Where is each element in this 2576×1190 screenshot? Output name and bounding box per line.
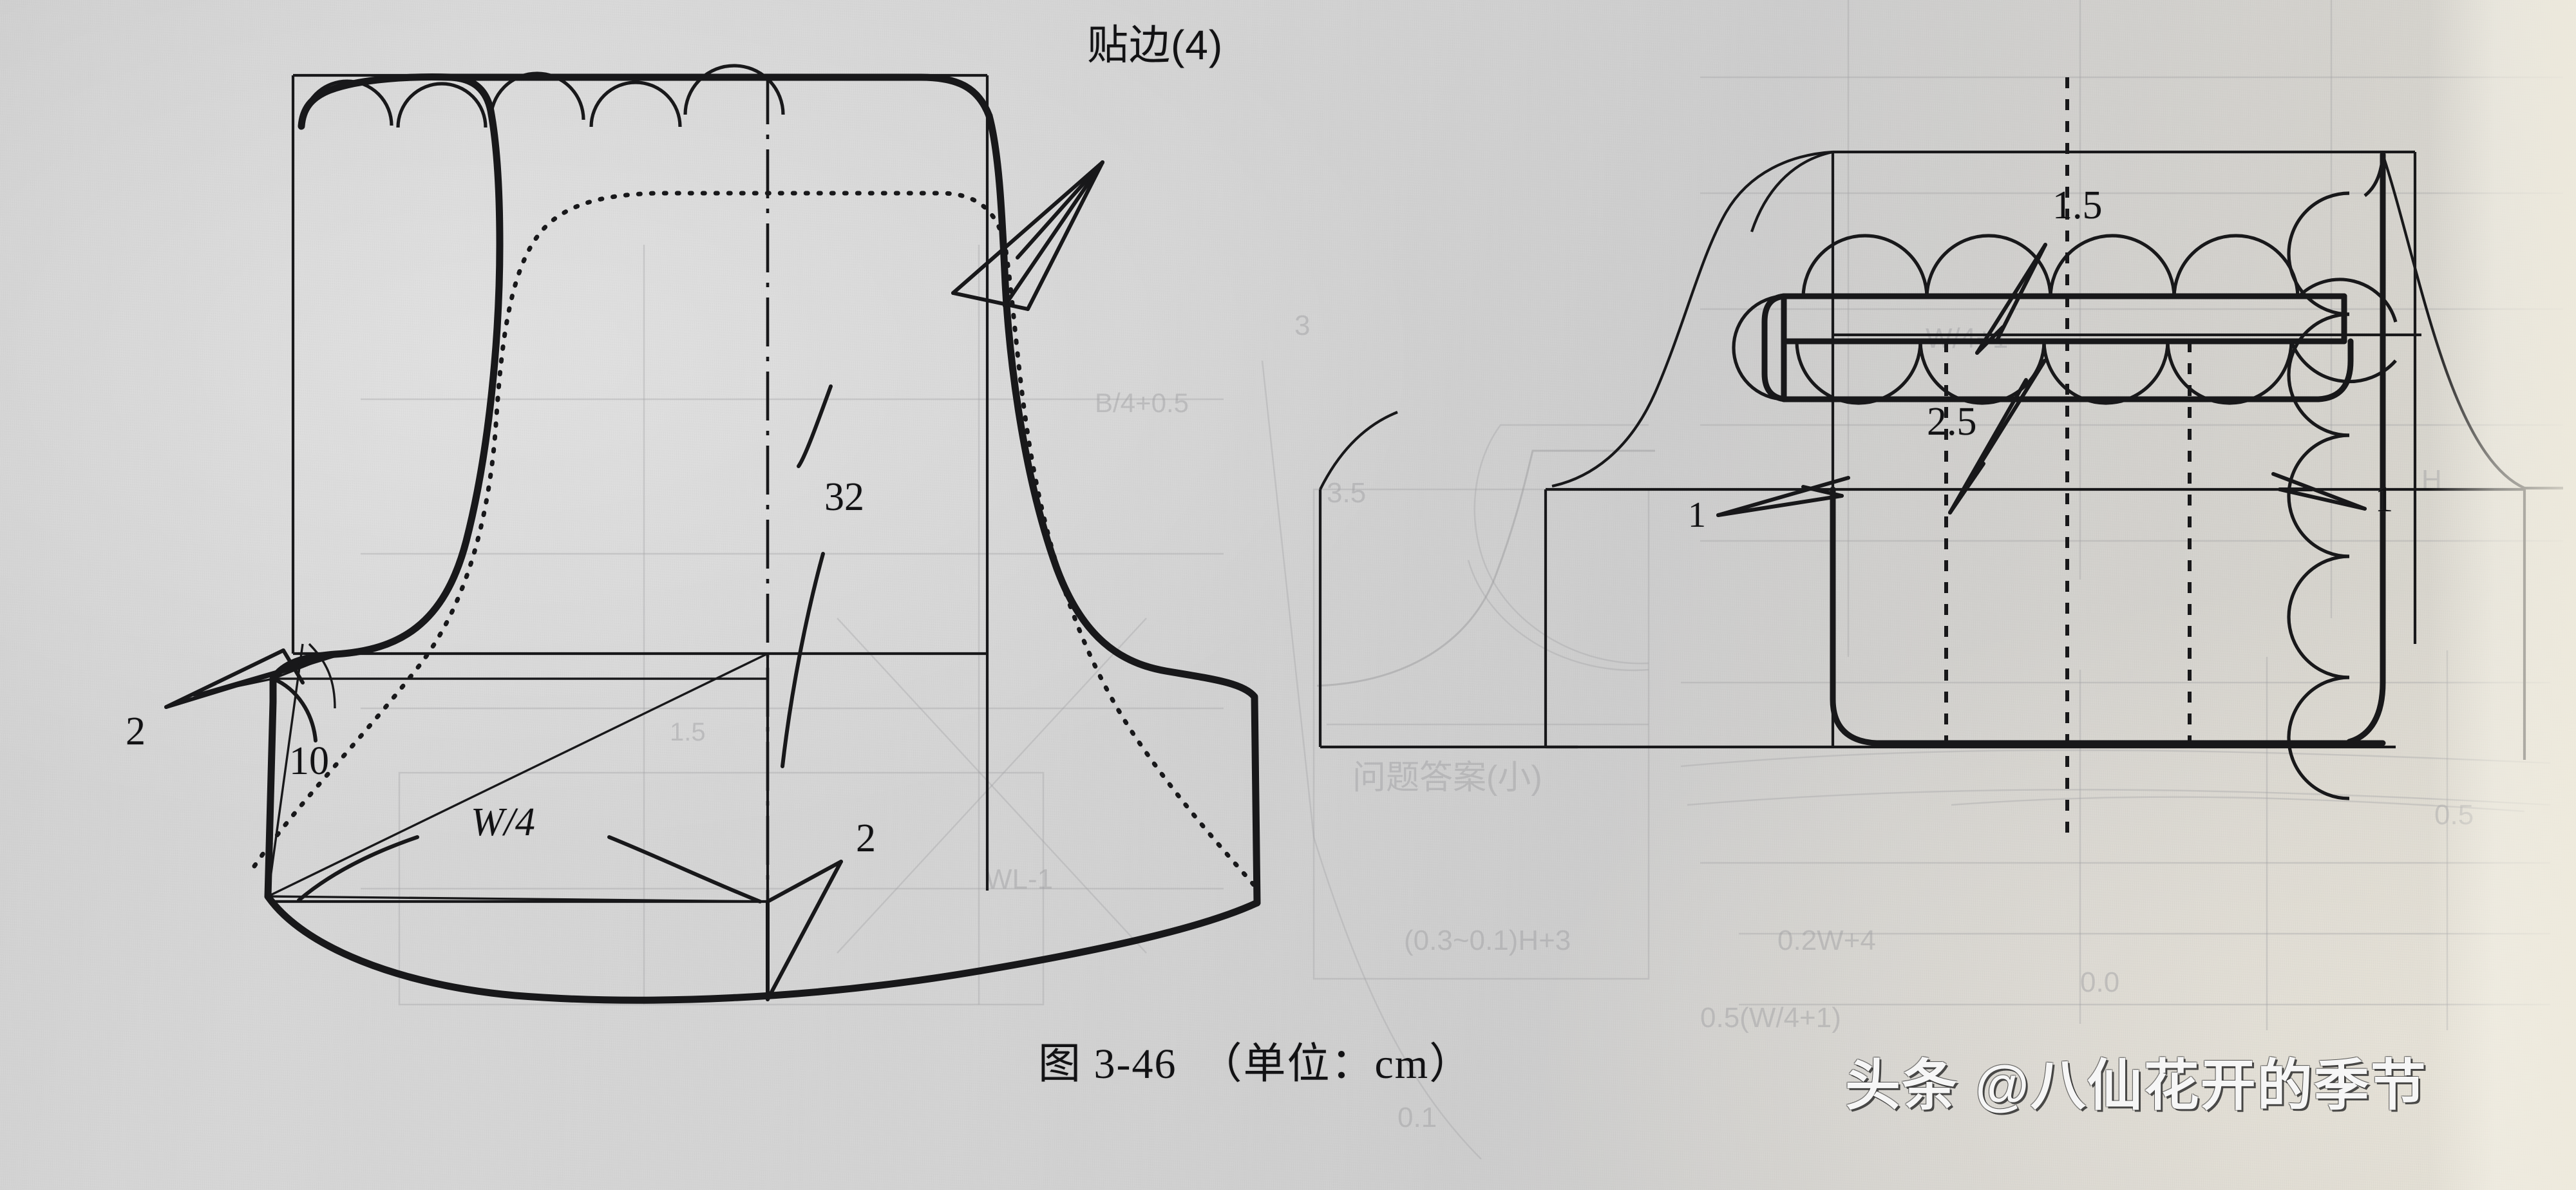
svg-text:(0.3~0.1)H+3: (0.3~0.1)H+3 — [1404, 925, 1571, 956]
bodice-outline — [264, 73, 504, 900]
scallops-right-edge — [2287, 191, 2350, 800]
label-left-corner-2: 2 — [126, 710, 146, 753]
label-right-corner-2: 2 — [856, 817, 876, 860]
svg-text:B/4+0.5: B/4+0.5 — [1095, 388, 1189, 418]
label-facing: 贴边(4) — [1087, 22, 1224, 68]
svg-text:问题答案(小): 问题答案(小) — [1352, 759, 1542, 797]
leader-left-1 — [1716, 476, 1850, 517]
left-pattern-drawing — [164, 64, 1261, 1004]
label-center-depth: 32 — [824, 475, 864, 519]
svg-text:3.5: 3.5 — [1327, 477, 1366, 509]
svg-text:0.1: 0.1 — [1397, 1102, 1437, 1133]
svg-text:WL-1: WL-1 — [985, 864, 1053, 895]
leader-32 — [781, 384, 833, 768]
right-pattern-drawing — [1318, 77, 2563, 837]
svg-text:3: 3 — [1294, 310, 1310, 341]
label-hem-rise-10: 10 — [289, 739, 329, 783]
leader-10 — [271, 677, 317, 742]
label-scallop-depth: 2.5 — [1927, 400, 1977, 444]
label-scallop-width: 1.5 — [2052, 184, 2103, 227]
armhole-curve — [1551, 150, 1833, 488]
watermark-text: 头条 @八仙花开的季节 — [1845, 1055, 2427, 1117]
right-body-sweep — [2382, 154, 2525, 489]
leader-1_5 — [1975, 243, 2047, 355]
facing-dotted-line — [252, 191, 1260, 891]
svg-text:0.5: 0.5 — [2434, 799, 2474, 831]
svg-text:H: H — [2421, 464, 2442, 496]
figure-caption: 图 3-46 （单位：cm） — [1038, 1041, 1473, 1088]
scalloped-top-edge — [301, 64, 785, 128]
svg-text:0.2W+4: 0.2W+4 — [1777, 925, 1876, 956]
svg-text:0.0: 0.0 — [2080, 967, 2119, 998]
leader-facing — [951, 160, 1104, 311]
scallops-left-edge — [1732, 294, 1786, 401]
dashed-guides — [1944, 77, 2192, 837]
label-right-seam-1: 1 — [2375, 480, 2393, 520]
leader-2_5 — [1948, 359, 2047, 515]
leader-w4 — [297, 835, 762, 903]
ghost-showthrough: 问题答案(小) (0.3~0.1)H+3 0.2W+4 0.0 WL-1 1.5… — [361, 0, 2563, 1160]
label-left-seam-1: 1 — [1688, 495, 1706, 535]
scallops-lower — [1795, 341, 2397, 405]
svg-text:1.5: 1.5 — [670, 718, 706, 746]
yoke-piece-outline — [1830, 486, 2386, 746]
svg-text:0.5(W/4+1): 0.5(W/4+1) — [1700, 1002, 1841, 1034]
leader-right-1 — [2271, 472, 2367, 511]
label-half-waist: W/4 — [471, 800, 535, 844]
hem-curve — [264, 892, 1261, 1004]
leader-right-2 — [766, 860, 843, 1001]
leader-left-2 — [164, 648, 337, 709]
